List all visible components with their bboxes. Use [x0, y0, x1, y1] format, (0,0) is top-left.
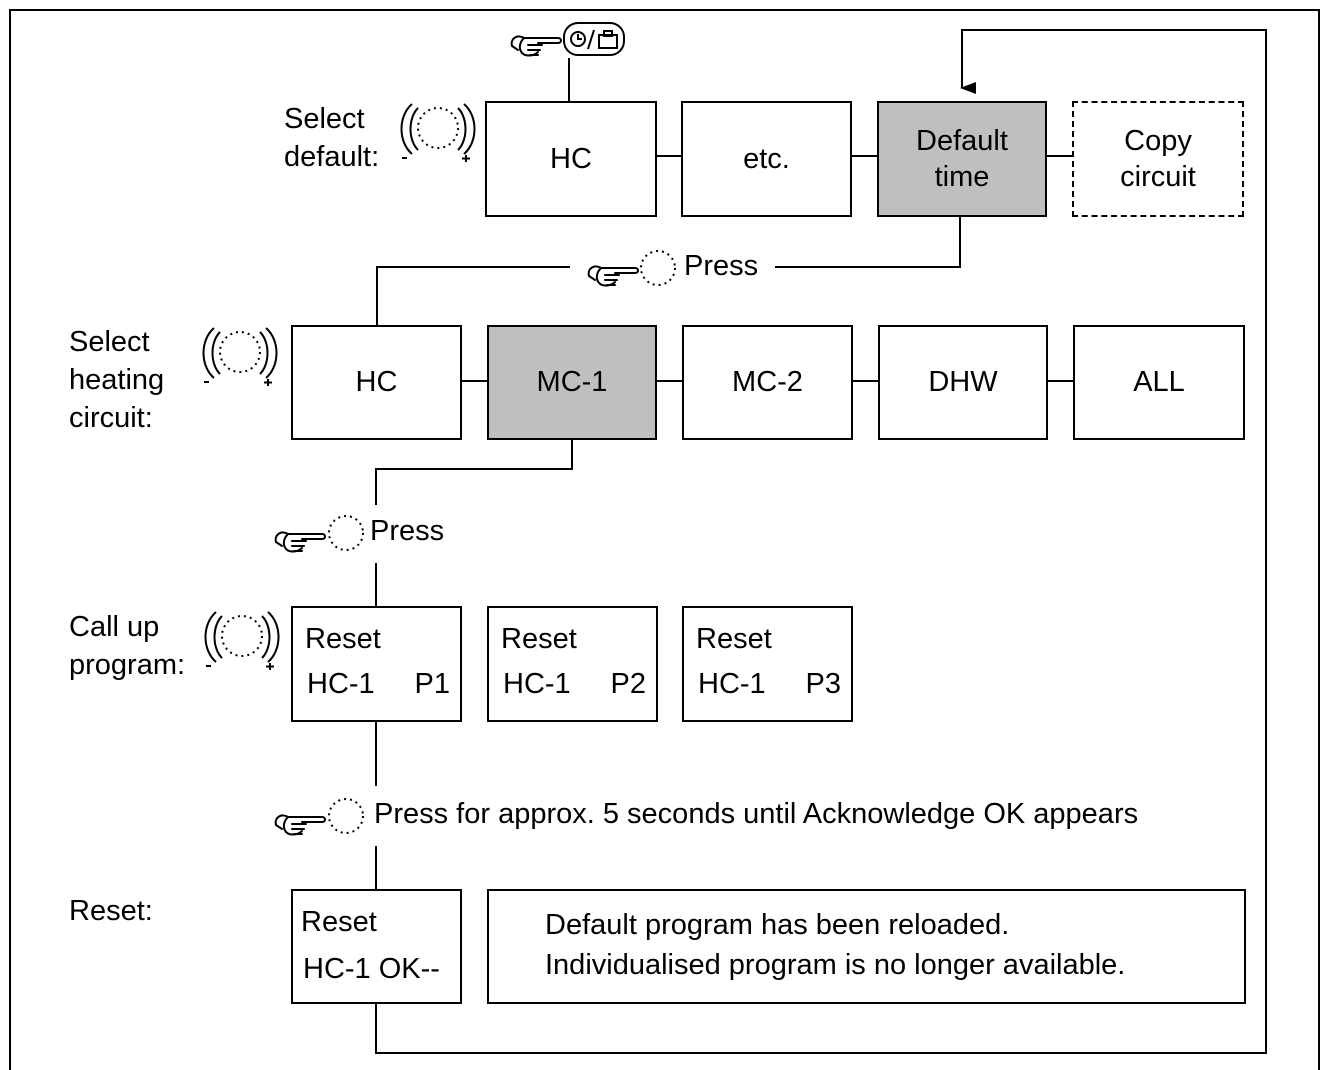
- push-knob-icon: [328, 515, 364, 551]
- connector-mc1-to-press: [375, 439, 573, 505]
- push-knob-icon: [328, 798, 364, 834]
- press-instruction-2: Press: [370, 515, 445, 547]
- connector-press-to-hc: [376, 266, 570, 326]
- copy-circuit-option[interactable]: Copy circuit: [1072, 101, 1244, 217]
- program-p1-number: P1: [414, 668, 450, 700]
- reset-ok-title: Reset: [301, 906, 377, 938]
- circuit-dhw-option[interactable]: DHW: [878, 325, 1048, 440]
- push-knob-icon: [640, 250, 676, 286]
- circuit-hc-option[interactable]: HC: [291, 325, 462, 440]
- program-p1-option[interactable]: Reset HC-1 P1: [291, 606, 462, 722]
- select-heating-circuit-label: Select heating circuit:: [69, 326, 165, 434]
- program-p2-circuit: HC-1: [503, 668, 571, 700]
- select-default-label: Select default:: [284, 103, 380, 173]
- program-p3-number: P3: [805, 668, 841, 700]
- reset-message-line1: Default program has been reloaded.: [545, 909, 1010, 941]
- clock-suitcase-key-icon: [563, 22, 625, 56]
- connector-default-to-press: [775, 215, 961, 268]
- finger-press-icon: [587, 265, 639, 287]
- reset-ok-display: Reset HC-1 OK--: [291, 889, 462, 1004]
- call-up-program-label: Call up program:: [69, 611, 186, 681]
- default-hc-option[interactable]: HC: [485, 101, 657, 217]
- reset-ok-status: HC-1 OK--: [303, 953, 440, 985]
- rotary-knob-icon: [202, 327, 278, 386]
- default-time-option[interactable]: Default time: [877, 101, 1047, 217]
- circuit-mc1-option[interactable]: MC-1: [487, 325, 657, 440]
- program-p3-option[interactable]: Reset HC-1 P3: [682, 606, 853, 722]
- program-p2-title: Reset: [501, 623, 577, 655]
- reset-label: Reset:: [69, 895, 153, 927]
- finger-press-icon: [274, 814, 326, 836]
- program-p2-number: P2: [610, 668, 646, 700]
- program-p2-option[interactable]: Reset HC-1 P2: [487, 606, 658, 722]
- reset-message-line2: Individualised program is no longer avai…: [545, 949, 1126, 981]
- reset-message-box: Default program has been reloaded. Indiv…: [487, 889, 1246, 1004]
- rotary-knob-icon: [400, 103, 476, 162]
- program-p3-title: Reset: [696, 623, 772, 655]
- default-etc-option[interactable]: etc.: [681, 101, 852, 217]
- rotary-knob-icon: [204, 611, 280, 670]
- circuit-all-option[interactable]: ALL: [1073, 325, 1245, 440]
- press-instruction-3: Press for approx. 5 seconds until Acknow…: [374, 798, 1139, 830]
- circuit-mc2-option[interactable]: MC-2: [682, 325, 853, 440]
- program-p1-title: Reset: [305, 623, 381, 655]
- return-arrow: [375, 29, 1267, 1054]
- finger-press-icon: [510, 35, 562, 57]
- press-instruction-1: Press: [684, 250, 759, 282]
- program-p1-circuit: HC-1: [307, 668, 375, 700]
- finger-press-icon: [274, 531, 326, 553]
- diagram-frame: [9, 9, 1320, 1070]
- program-p3-circuit: HC-1: [698, 668, 766, 700]
